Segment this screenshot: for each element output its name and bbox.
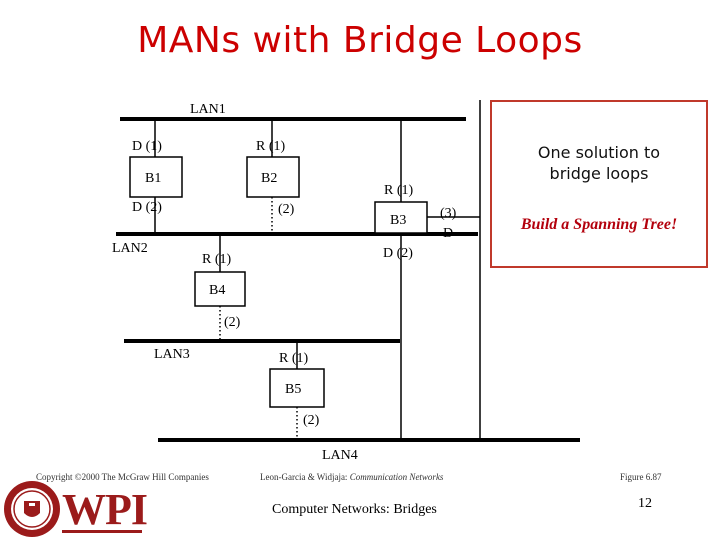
b5-port2-label: (2) xyxy=(303,413,320,428)
b5-label: B5 xyxy=(285,382,301,397)
seal-icon xyxy=(4,481,60,537)
bridge-b1 xyxy=(129,156,183,198)
b3-port1-label: R (1) xyxy=(384,183,414,198)
bridge-b2 xyxy=(246,156,300,198)
slide-title: MANs with Bridge Loops xyxy=(137,20,583,61)
lan2-label: LAN2 xyxy=(112,241,148,256)
callout-line-1: One solution to xyxy=(537,143,661,162)
b1-label: B1 xyxy=(145,171,161,186)
figure-reference: Figure 6.87 xyxy=(620,472,662,482)
b2-label: B2 xyxy=(261,171,277,186)
citation: Leon-Garcia & Widjaja: Communication Net… xyxy=(260,472,443,482)
solution-callout: One solution to bridge loops Build a Spa… xyxy=(490,100,708,268)
b3-port2-label: D (2) xyxy=(383,246,413,261)
wpi-underline xyxy=(62,530,142,533)
course-footer: Computer Networks: Bridges xyxy=(272,502,437,517)
wpi-wordmark: WPI xyxy=(62,485,148,534)
b4-label: B4 xyxy=(209,283,225,298)
page-number: 12 xyxy=(638,496,652,511)
citation-authors: Leon-Garcia & Widjaja: xyxy=(260,472,348,482)
b1-port1-label: D (1) xyxy=(132,139,162,154)
citation-book: Communication Networks xyxy=(349,472,444,482)
bridge-b5 xyxy=(269,368,325,408)
b2-port2-label: (2) xyxy=(278,202,295,217)
lan3-label: LAN3 xyxy=(154,347,190,362)
b3-port3-label: (3) xyxy=(440,206,457,221)
bridge-b4 xyxy=(194,271,246,307)
wpi-logo: WPI xyxy=(0,478,150,540)
b5-port1-label: R (1) xyxy=(279,351,309,366)
b4-port2-label: (2) xyxy=(224,315,241,330)
lan4-label: LAN4 xyxy=(322,448,358,463)
callout-emphasis: Build a Spanning Tree! xyxy=(520,216,678,233)
b3-label: B3 xyxy=(390,213,406,228)
callout-line-2: bridge loops xyxy=(549,164,649,183)
b2-port1-label: R (1) xyxy=(256,139,286,154)
copyright-note: Copyright ©2000 The McGraw Hill Companie… xyxy=(36,472,209,482)
b4-port1-label: R (1) xyxy=(202,252,232,267)
b1-port2-label: D (2) xyxy=(132,200,162,215)
b3-port3-role: D xyxy=(443,226,453,241)
callout-text: One solution to bridge loops xyxy=(492,142,706,184)
lan1-label: LAN1 xyxy=(190,102,226,117)
bridge-b3 xyxy=(374,201,428,234)
